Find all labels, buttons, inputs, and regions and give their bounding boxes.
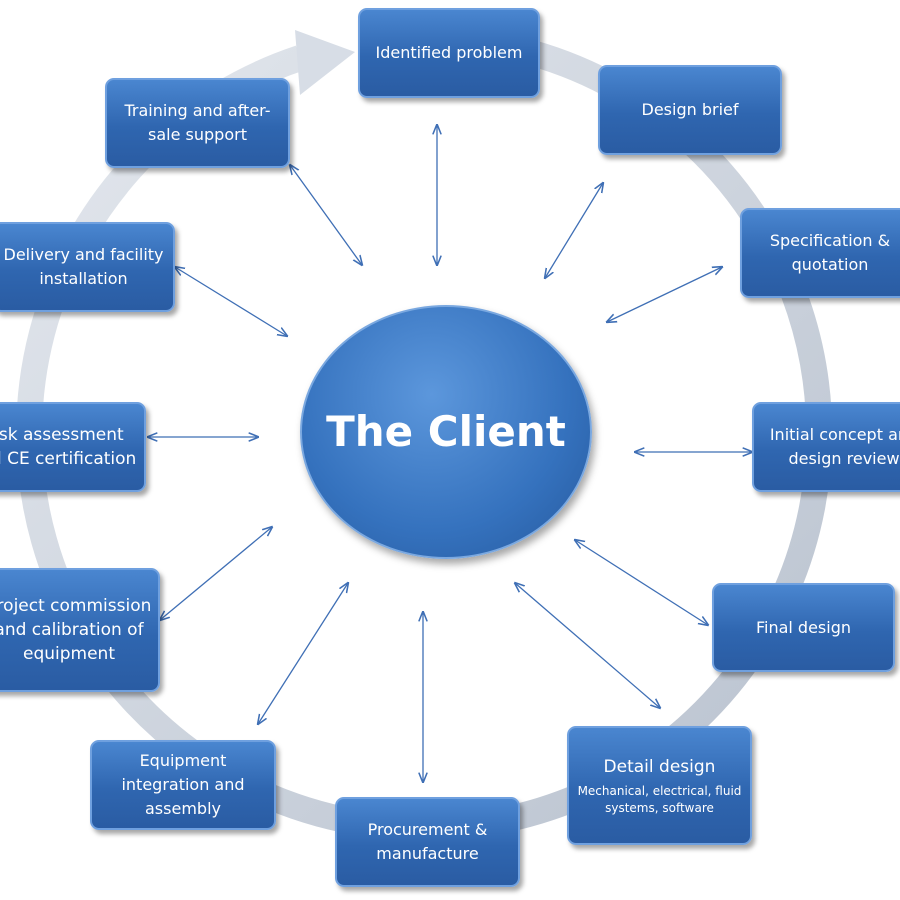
double-arrow-connector (575, 540, 708, 625)
stage-label: Procurement & manufacture (367, 820, 488, 863)
the-client-hub: The Client (300, 305, 592, 559)
stage-label: Initial concept and design review (769, 425, 900, 468)
stage-design-brief: Design brief (598, 65, 782, 155)
double-arrow-connector (290, 165, 362, 265)
double-arrow-connector (258, 583, 348, 724)
double-arrow-connector (175, 267, 287, 336)
stage-label: Project commission and calibration of eq… (0, 596, 152, 664)
stage-label: Risk assessment and CE certification (0, 425, 137, 469)
stage-equipment-integration: Equipment integration and assembly (90, 740, 276, 830)
stage-final-design: Final design (712, 583, 895, 672)
double-arrow-connector (515, 583, 660, 708)
stage-label: Detail design (603, 756, 716, 777)
double-arrow-connector (545, 183, 603, 278)
stage-risk-assessment: Risk assessment and CE certification (0, 402, 146, 492)
stage-sublabel: Mechanical, electrical, fluid systems, s… (577, 783, 742, 815)
stage-training-support: Training and after-sale support (105, 78, 290, 168)
hub-label: The Client (326, 407, 566, 456)
double-arrow-connector (160, 527, 272, 620)
stage-label: Training and after-sale support (124, 101, 271, 144)
stage-label: Delivery and facility installation (3, 245, 164, 288)
stage-label: Final design (755, 617, 852, 637)
stage-initial-concept: Initial concept and design review (752, 402, 900, 492)
stage-label: Design brief (641, 100, 739, 119)
stage-specification-quotation: Specification & quotation (740, 208, 900, 298)
cycle-arrowhead-icon (295, 30, 355, 95)
double-arrow-connector (607, 267, 722, 322)
stage-identified-problem: Identified problem (358, 8, 540, 98)
stage-project-commission: Project commission and calibration of eq… (0, 568, 160, 692)
stage-label: Equipment integration and assembly (121, 751, 245, 818)
stage-label: Identified problem (375, 43, 523, 62)
stage-procurement: Procurement & manufacture (335, 797, 520, 887)
stage-delivery-installation: Delivery and facility installation (0, 222, 175, 312)
stage-label: Specification & quotation (769, 231, 891, 274)
